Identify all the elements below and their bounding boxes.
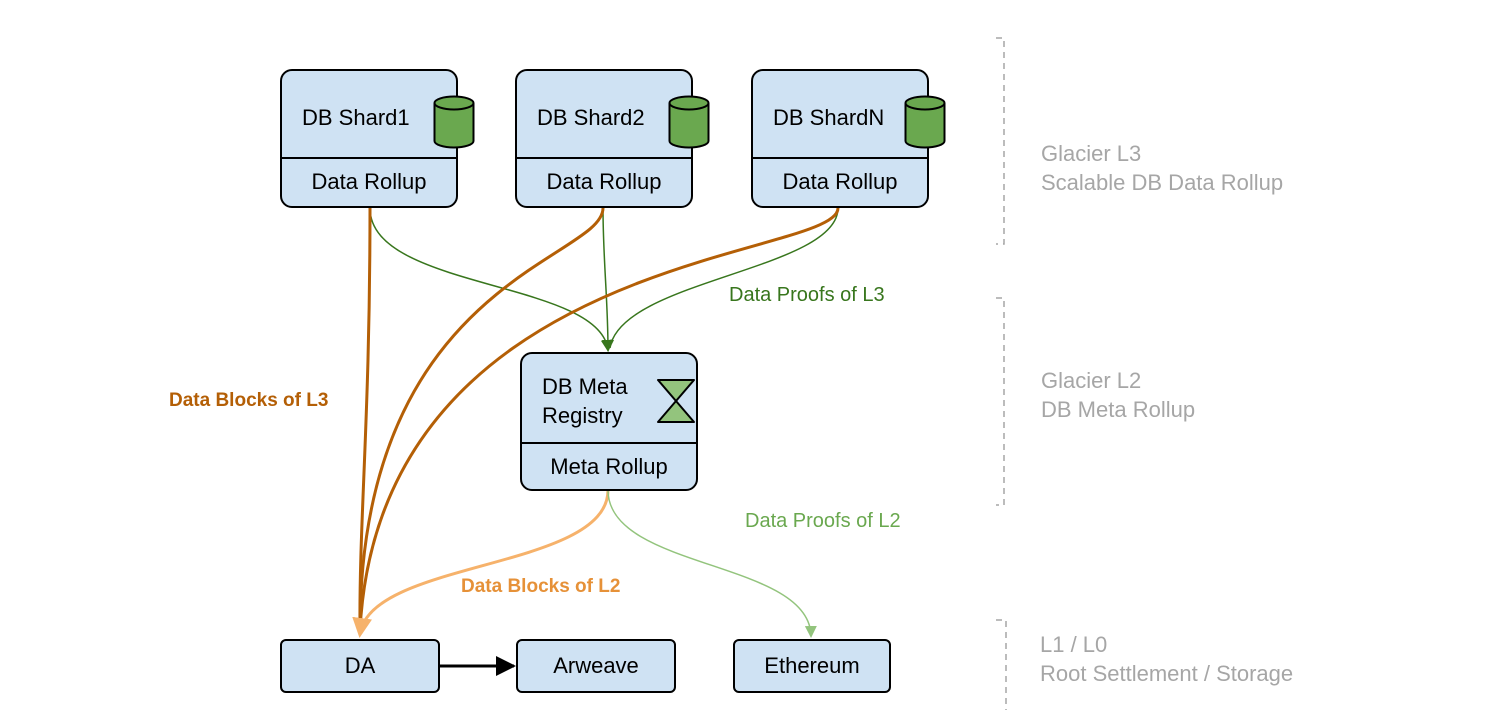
layer-l3-desc: Scalable DB Data Rollup [1041,170,1284,195]
layer-l1-desc: Root Settlement / Storage [1040,661,1294,686]
data-blocks-l3-label: Data Blocks of L3 [169,390,329,411]
data-proofs-l2-label: Data Proofs of L2 [745,510,901,532]
layer-l2-name: Glacier L2 [1041,368,1142,393]
layer-l1: L1 / L0 Root Settlement / Storage [1040,630,1293,688]
proof-l2 [607,489,817,638]
layer-l3-name: Glacier L3 [1041,141,1142,166]
block-l3-shardn [358,207,840,631]
block-l3-shard2 [358,207,605,631]
proof-l3-shard1 [369,207,613,352]
shard-box-n: DB ShardN Data Rollup [751,69,946,208]
database-icon [904,95,946,149]
database-icon [433,95,475,149]
database-icon [668,95,710,149]
shard-box-1: DB Shard1 Data Rollup [280,69,475,208]
shard-name-2: DB Shard2 [537,105,645,130]
layer-l3: Glacier L3 Scalable DB Data Rollup [1041,139,1283,197]
proof-l3-shardn [609,207,839,349]
layer-l2: Glacier L2 DB Meta Rollup [1041,366,1195,424]
meta-registry-line1: DB Meta [542,374,628,399]
bracket-l1 [996,619,1007,710]
block-l2 [352,489,610,638]
data-proofs-l3-label: Data Proofs of L3 [729,284,885,306]
shard-box-2: DB Shard2 Data Rollup [515,69,710,208]
meta-registry-title: DB Meta Registry [542,372,628,430]
layer-l2-desc: DB Meta Rollup [1041,397,1196,422]
shard-rollup-2: Data Rollup [546,169,662,194]
data-blocks-l2-label: Data Blocks of L2 [461,576,621,597]
proof-l3-shard2 [601,207,614,352]
da-box: DA [280,639,440,693]
shard-rollup-1: Data Rollup [311,169,427,194]
bracket-l2 [996,297,1005,506]
meta-registry-box: DB Meta Registry Meta Rollup [520,352,698,491]
shard-name-1: DB Shard1 [302,105,410,130]
layer-l1-name: L1 / L0 [1040,632,1108,657]
meta-rollup: Meta Rollup [550,454,668,479]
shard-name-n: DB ShardN [773,105,885,130]
shard-rollup-n: Data Rollup [782,169,898,194]
hourglass-icon [657,379,695,423]
arweave-box: Arweave [516,639,676,693]
bracket-l3 [996,37,1005,245]
meta-registry-line2: Registry [542,403,623,428]
ethereum-box: Ethereum [733,639,891,693]
